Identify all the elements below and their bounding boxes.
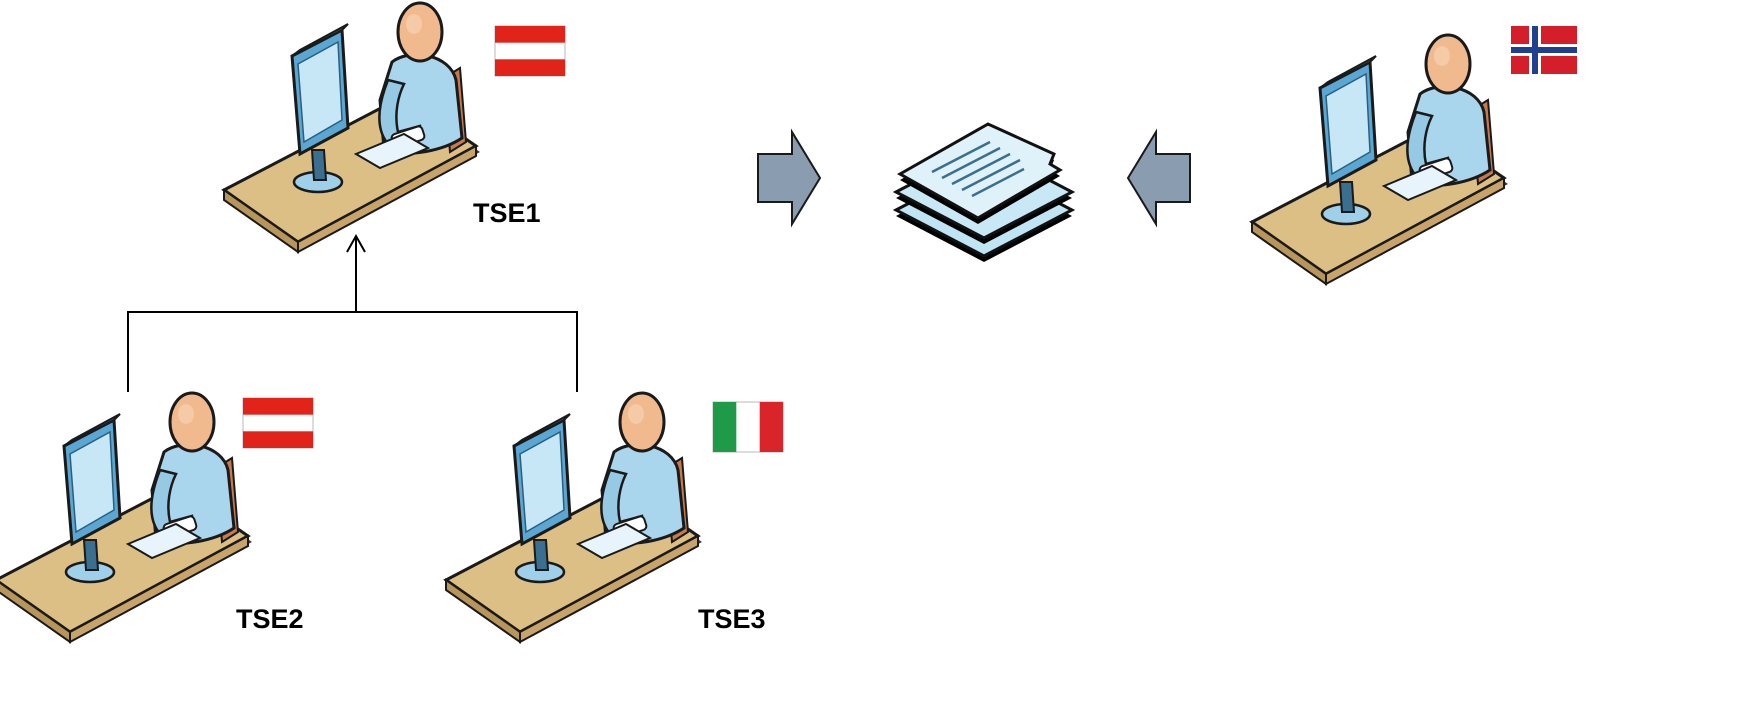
node-label-tse3: TSE3 (698, 604, 766, 634)
person-at-computer-icon (1250, 33, 1510, 286)
person-at-computer-icon (222, 1, 482, 254)
node-label-tse1: TSE1 (473, 198, 541, 228)
node-tse1: TSE1 (222, 1, 566, 254)
node-tse3: TSE3 (444, 391, 784, 644)
block-arrow-right-icon (757, 131, 821, 225)
norway-flag-icon (1511, 26, 1577, 74)
document-stack-icon (892, 122, 1076, 262)
person-at-computer-icon (0, 391, 254, 644)
node-right-user (1250, 26, 1577, 286)
block-arrow-left-icon (1127, 131, 1191, 225)
austria-flag-icon (494, 25, 566, 77)
node-tse2: TSE2 (0, 391, 314, 644)
node-label-tse2: TSE2 (236, 604, 304, 634)
austria-flag-icon (242, 397, 314, 449)
italy-flag-icon (712, 401, 784, 453)
person-at-computer-icon (444, 391, 704, 644)
hierarchy-connector (127, 233, 578, 392)
